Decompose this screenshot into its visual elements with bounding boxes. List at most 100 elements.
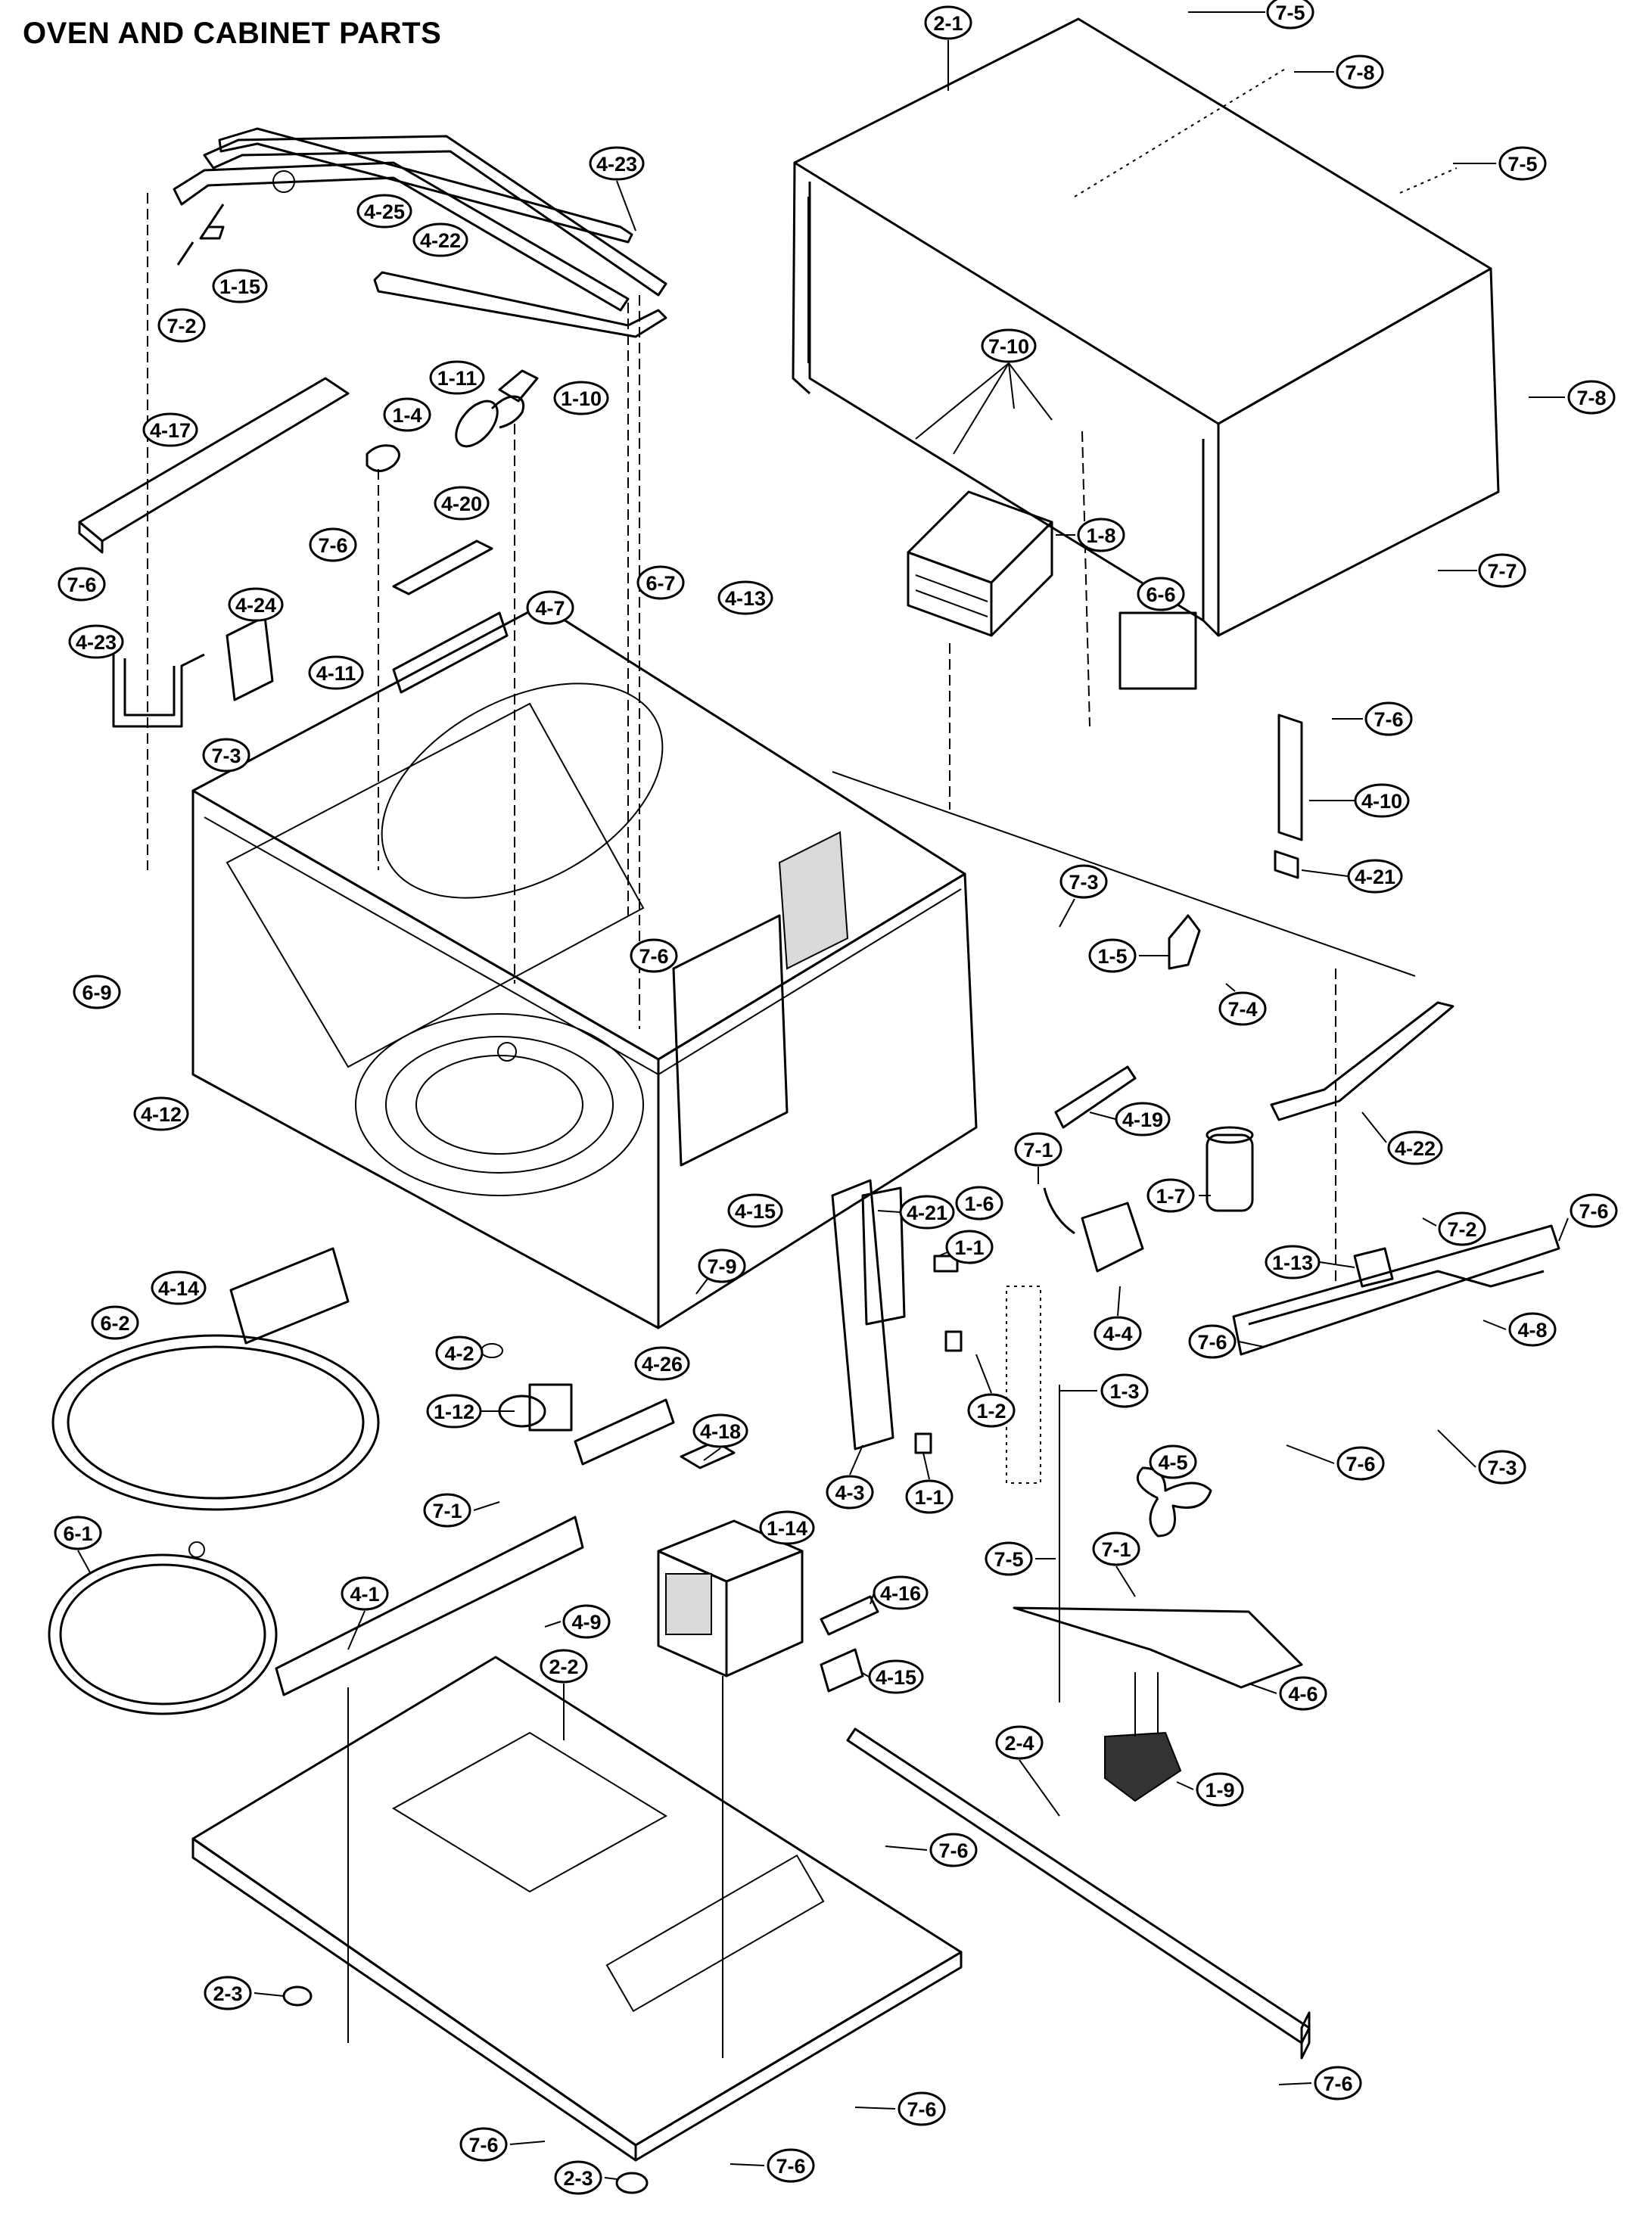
- callout-label: 1-8: [1086, 524, 1115, 547]
- callout-bubble: [717, 580, 773, 615]
- callout-7-8: 7-8: [1336, 54, 1384, 89]
- callout-7-1: 7-1: [423, 1493, 471, 1528]
- callout-2-2: 2-2: [540, 1649, 588, 1684]
- callout-label: 2-4: [1004, 1732, 1034, 1755]
- leader-lines: [77, 11, 1569, 2180]
- callout-bubble: [133, 1096, 189, 1131]
- callout-bubble: [981, 328, 1037, 363]
- callout-7-3: 7-3: [202, 738, 250, 773]
- callout-bubble: [383, 397, 431, 432]
- callout-bubble: [423, 1493, 471, 1528]
- turntable-drawing: [48, 1247, 675, 1715]
- callout-4-21: 4-21: [899, 1195, 955, 1230]
- callout-bubble: [692, 1413, 748, 1448]
- callout-label: 6-6: [1146, 583, 1175, 606]
- callout-label: 1-1: [954, 1236, 984, 1259]
- callout-label: 4-17: [150, 419, 191, 442]
- callout-bubble: [1014, 1132, 1062, 1167]
- callout-1-9: 1-9: [1196, 1772, 1244, 1807]
- callout-4-1: 4-1: [341, 1576, 389, 1611]
- callout-bubble: [873, 1575, 929, 1610]
- callout-label: 1-6: [964, 1192, 994, 1215]
- callout-bubble: [898, 2091, 946, 2126]
- callout-label: 7-1: [1101, 1538, 1131, 1561]
- callout-label: 4-15: [876, 1666, 916, 1689]
- callout-label: 1-11: [437, 367, 478, 390]
- callout-label: 6-2: [100, 1312, 129, 1335]
- page-title: OVEN AND CABINET PARTS: [23, 17, 442, 50]
- callout-bubble: [435, 1335, 484, 1370]
- callout-1-2: 1-2: [967, 1393, 1016, 1428]
- callout-bubble: [1508, 1312, 1557, 1347]
- callout-label: 4-25: [364, 201, 405, 223]
- control-parts-drawing: [861, 1126, 1560, 1356]
- callout-label: 4-21: [907, 1202, 947, 1224]
- callout-label: 1-7: [1156, 1185, 1185, 1208]
- callout-7-4: 7-4: [1218, 991, 1267, 1026]
- callout-bubble: [589, 146, 645, 181]
- oven-cavity-drawing: [191, 604, 978, 1329]
- callout-label: 4-22: [1395, 1137, 1436, 1160]
- callout-1-13: 1-13: [1265, 1245, 1321, 1280]
- callout-label: 7-8: [1345, 61, 1374, 84]
- callout-label: 4-19: [1122, 1108, 1163, 1131]
- callout-4-10: 4-10: [1354, 783, 1410, 818]
- callout-bubble: [767, 2148, 815, 2183]
- callout-4-22: 4-22: [1387, 1130, 1443, 1165]
- callout-7-6: 7-6: [1570, 1193, 1618, 1228]
- callout-4-25: 4-25: [356, 194, 412, 229]
- callout-label: 6-7: [646, 572, 675, 595]
- callout-4-5: 4-5: [1149, 1444, 1197, 1479]
- callout-bubble: [967, 1393, 1016, 1428]
- callout-4-26: 4-26: [634, 1346, 690, 1381]
- callout-label: 4-3: [835, 1482, 864, 1504]
- callout-bubble: [1478, 1450, 1526, 1485]
- callout-4-7: 4-7: [526, 590, 574, 625]
- callout-bubble: [1059, 864, 1108, 899]
- callout-label: 7-1: [1023, 1139, 1053, 1161]
- callout-4-15: 4-15: [727, 1193, 783, 1228]
- callout-7-10: 7-10: [981, 328, 1037, 363]
- callout-bubble: [54, 1516, 102, 1550]
- callout-bubble: [1570, 1193, 1618, 1228]
- callout-label: 2-3: [563, 2167, 593, 2190]
- callout-label: 7-2: [166, 315, 196, 337]
- callout-label: 4-10: [1361, 790, 1402, 813]
- callout-bubble: [1115, 1102, 1171, 1136]
- callout-label: 7-5: [1507, 153, 1537, 176]
- callout-bubble: [826, 1475, 874, 1510]
- magnetron-drawing: [907, 431, 1090, 810]
- callout-1-4: 1-4: [383, 397, 431, 432]
- callout-4-23: 4-23: [68, 624, 124, 659]
- callout-6-9: 6-9: [73, 975, 121, 1009]
- callout-label: 4-22: [420, 229, 461, 252]
- callout-label: 1-15: [219, 275, 260, 298]
- callout-bubble: [554, 2160, 602, 2195]
- callout-label: 4-23: [596, 153, 637, 176]
- callout-label: 2-3: [213, 1982, 242, 2005]
- callout-1-8: 1-8: [1077, 518, 1125, 552]
- callout-7-6: 7-6: [58, 567, 106, 602]
- callout-label: 2-2: [549, 1656, 578, 1678]
- callout-label: 7-5: [1275, 2, 1305, 24]
- callout-4-2: 4-2: [435, 1335, 484, 1370]
- callout-bubble: [1364, 701, 1413, 736]
- callout-4-22: 4-22: [412, 222, 468, 257]
- callout-label: 6-1: [63, 1522, 92, 1545]
- callout-label: 7-8: [1576, 387, 1606, 409]
- callout-label: 7-2: [1447, 1218, 1476, 1241]
- callout-label: 4-18: [700, 1420, 741, 1443]
- callout-label: 1-14: [767, 1517, 807, 1540]
- callout-bubble: [899, 1195, 955, 1230]
- callout-7-6: 7-6: [459, 2127, 508, 2162]
- callout-2-3: 2-3: [204, 1976, 252, 2010]
- callout-bubble: [985, 1541, 1033, 1576]
- callout-label: 6-9: [82, 981, 111, 1004]
- callout-bubble: [759, 1510, 815, 1545]
- callout-label: 7-6: [67, 574, 96, 596]
- callout-bubble: [228, 587, 284, 622]
- left-brackets-drawing: [78, 377, 509, 728]
- callout-bubble: [1149, 1444, 1197, 1479]
- callout-bubble: [698, 1248, 746, 1283]
- callout-label: 7-4: [1227, 998, 1257, 1021]
